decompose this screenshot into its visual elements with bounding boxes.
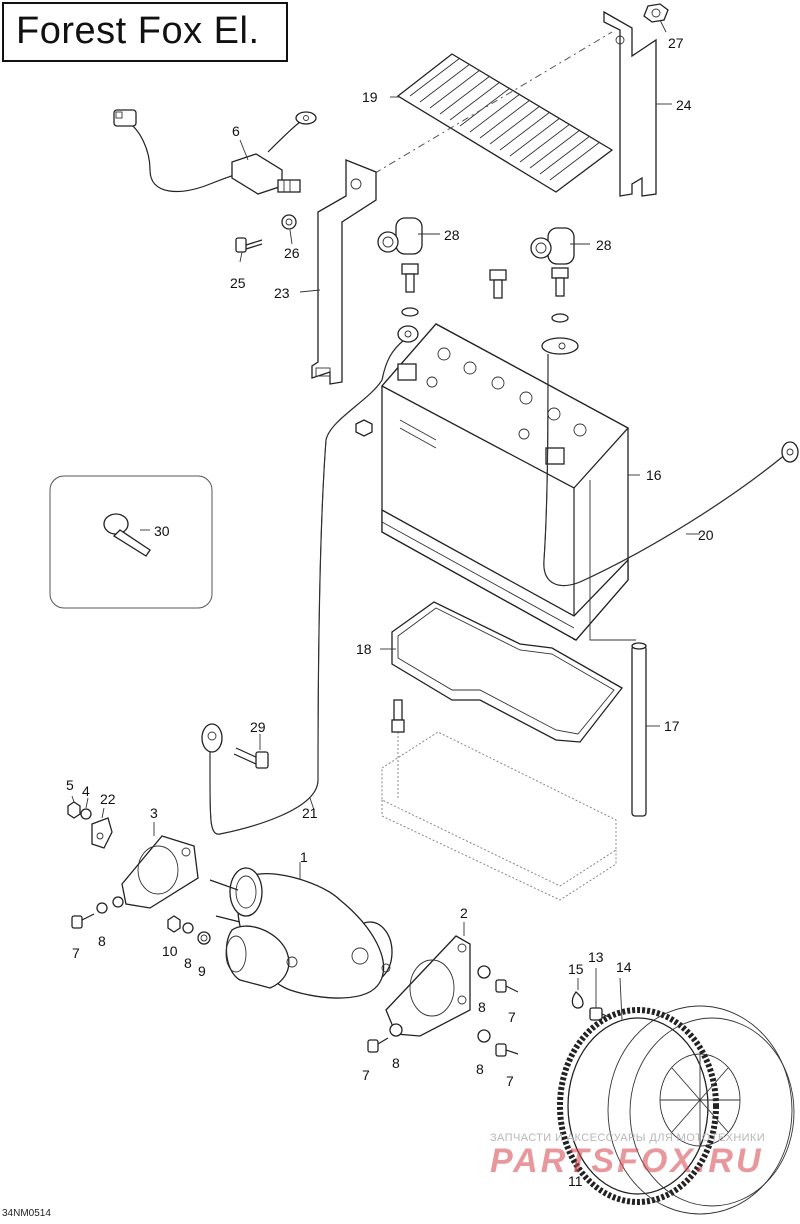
vent-tube [589, 480, 647, 817]
bolt-25 [235, 237, 263, 253]
cable-tie-inset [49, 475, 213, 609]
callout-8d: 8 [392, 1055, 400, 1071]
bolt-29 [233, 747, 269, 769]
terminal-bolt-left [401, 263, 419, 317]
callout-24: 24 [676, 97, 692, 113]
callout-20: 20 [698, 527, 714, 543]
terminal-bolt-right [551, 267, 569, 323]
tray-outline [381, 699, 617, 901]
callout-25: 25 [230, 275, 246, 291]
callout-28a: 28 [444, 227, 460, 243]
gasket-bracket-3 [121, 835, 199, 909]
cable-21 [201, 325, 419, 835]
callout-29: 29 [250, 719, 266, 735]
bracket-left [311, 159, 377, 385]
callout-7b: 7 [508, 1009, 516, 1025]
callout-3: 3 [150, 805, 158, 821]
callout-21: 21 [302, 805, 318, 821]
watermark-brand: PARTSFOX.RU [490, 1142, 764, 1180]
callout-8c: 8 [478, 999, 486, 1015]
callout-26: 26 [284, 245, 300, 261]
callout-8a: 8 [98, 933, 106, 949]
clip-22 [91, 817, 113, 849]
battery-tray [391, 601, 623, 743]
terminal-cap-right [530, 227, 575, 265]
alignment-line [359, 31, 613, 183]
callout-9: 9 [198, 963, 206, 979]
callout-8b: 8 [184, 955, 192, 971]
callout-23: 23 [274, 285, 290, 301]
callout-17: 17 [664, 718, 680, 734]
diagram-title: Forest Fox El. [16, 10, 260, 52]
callout-11: 11 [568, 1173, 583, 1189]
callout-16: 16 [646, 467, 662, 483]
hardware [67, 801, 628, 1057]
callout-19: 19 [362, 89, 378, 105]
callout-7c: 7 [362, 1067, 370, 1083]
callout-2: 2 [460, 905, 468, 921]
callout-8e: 8 [476, 1061, 484, 1077]
terminal-bolt-middle [489, 269, 507, 299]
callout-10: 10 [162, 943, 178, 959]
callout-1: 1 [300, 849, 308, 865]
callout-18: 18 [356, 641, 372, 657]
washer-26 [281, 214, 297, 230]
callout-22: 22 [100, 791, 116, 807]
battery-strap [396, 53, 614, 193]
nut-27 [643, 3, 669, 23]
callout-labels: 1 2 3 4 5 6 7 8 8 9 10 8 7 8 7 8 7 11 13… [66, 35, 714, 1189]
battery [380, 323, 630, 641]
wiring-harness [113, 109, 317, 195]
nut-cable [355, 419, 373, 437]
starter-motor [209, 867, 393, 999]
callout-4: 4 [82, 783, 90, 799]
callout-13: 13 [588, 949, 604, 965]
callout-7a: 7 [72, 945, 80, 961]
callout-7d: 7 [506, 1073, 514, 1089]
leader-lines [71, 19, 700, 1172]
callout-6: 6 [232, 123, 240, 139]
callout-14: 14 [616, 959, 632, 975]
watermark-tagline: ЗАПЧАСТИ И АКСЕССУАРЫ ДЛЯ МОТОТЕХНИКИ [490, 1132, 766, 1144]
gasket-bracket-2 [385, 935, 471, 1037]
cable-20 [541, 337, 799, 587]
callout-27: 27 [668, 35, 684, 51]
terminal-cap-left [377, 217, 423, 255]
document-code: 34NM0514 [2, 1208, 51, 1219]
flywheel [557, 1005, 795, 1215]
callout-15: 15 [568, 961, 584, 977]
callout-30: 30 [154, 523, 170, 539]
diagram-title-box: Forest Fox El. [2, 2, 288, 62]
callout-5: 5 [66, 777, 74, 793]
bracket-right [603, 10, 657, 197]
callout-28b: 28 [596, 237, 612, 253]
